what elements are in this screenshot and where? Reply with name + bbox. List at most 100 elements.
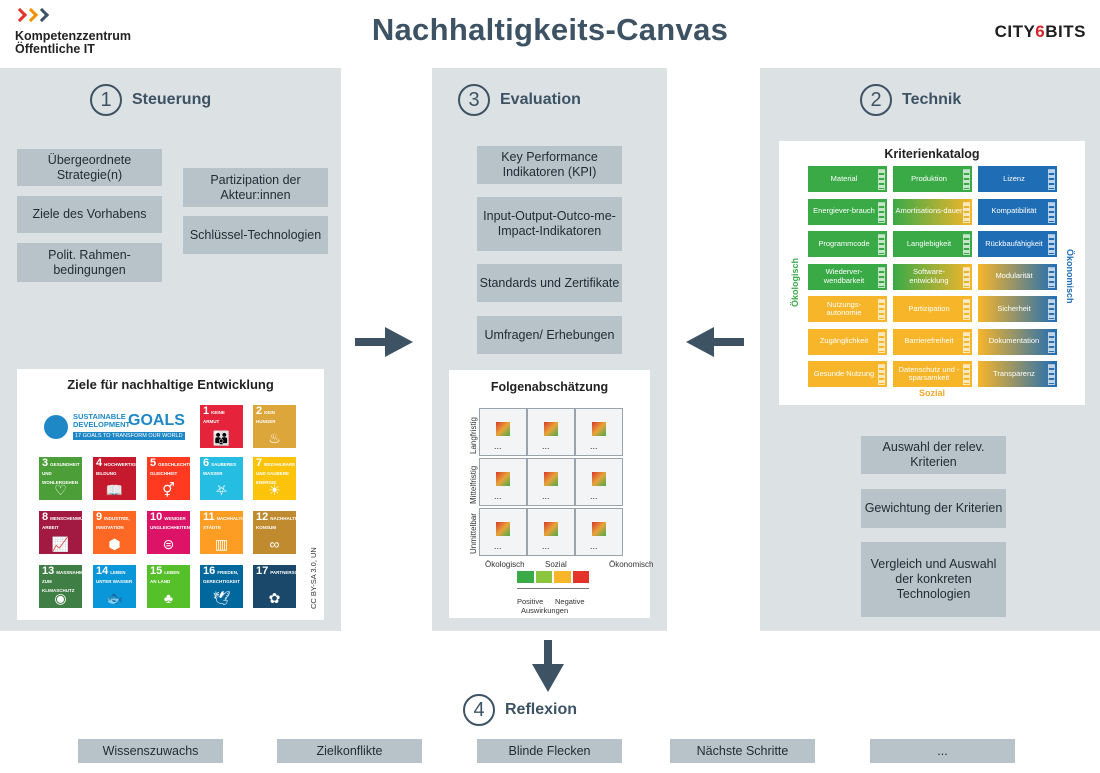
criterion-tile: Gesunde Nutzung (808, 361, 887, 387)
impact-square (544, 522, 558, 536)
step-number: 2 (860, 84, 892, 116)
criterion-tile: Produktion (893, 166, 972, 192)
sdg-label: SAUBERES WASSER (203, 462, 237, 476)
sdg-label: HOCHWERTIGE BILDUNG (96, 462, 139, 476)
matrix-title: Folgenabschätzung (490, 380, 609, 394)
org-name-line1: Kompetenzzentrum (15, 29, 131, 43)
box-schluessel: Schlüssel-Technologien (183, 216, 328, 254)
sdg-number: 14 (96, 565, 109, 577)
criterion-tile: Kompatibilität (978, 198, 1057, 225)
sdg-symbol-icon: 📖 (105, 482, 124, 498)
arrow-down-icon (532, 640, 564, 692)
cell-text: ... (542, 491, 550, 501)
criterion-tile: Material (808, 166, 887, 192)
sdg-symbol-icon: 👪 (212, 430, 231, 446)
criterion-tile: Nutzungs-autonomie (808, 296, 887, 322)
reflexion-header: 4 Reflexion (463, 694, 577, 726)
catalog-title: Kriterienkatalog (884, 147, 980, 161)
sdg-symbol-icon: 🐟 (105, 590, 124, 606)
impact-square (544, 422, 558, 436)
sdg-title: Ziele für nachhaltige Entwicklung (67, 377, 274, 392)
matrix-cell: ... (479, 408, 527, 456)
sdg-symbol-icon: ♡ (54, 482, 67, 498)
criterion-tile: Barrierefreiheit (893, 328, 972, 355)
cell-text: ... (590, 441, 598, 451)
box-wissenszuwachs: Wissenszuwachs (78, 739, 223, 763)
sdg-card: Ziele für nachhaltige Entwicklung SUSTAI… (17, 369, 324, 620)
sdg-number: 8 (42, 511, 49, 523)
panel-label: Technik (902, 91, 962, 108)
impact-square (496, 422, 510, 436)
sdg-label: INDUSTRIE, INNOVATION (96, 516, 130, 530)
sdg-label: GESUNDHEIT UND WOHLERGEHEN (42, 462, 80, 485)
legend-swatch (554, 571, 571, 583)
criterion-tile: Zugänglichkeit (808, 328, 887, 355)
box-auswahl: Auswahl der relev. Kriterien (861, 436, 1006, 474)
box-ioi: Input-Output-Outco-me-Impact-Indikatoren (477, 197, 622, 251)
legend-sub: Auswirkungen (521, 606, 569, 615)
brand-right: BITS (1045, 22, 1086, 41)
sdg-symbol-icon: ◉ (54, 590, 67, 606)
sdg-number: 6 (203, 457, 210, 469)
panel-label: Reflexion (505, 701, 578, 718)
step-number: 3 (458, 84, 490, 116)
sdg-label: KEINE ARMUT (203, 410, 225, 424)
un-emblem-icon (44, 415, 68, 439)
sdg-number: 11 (203, 511, 215, 523)
cell-text: ... (494, 491, 502, 501)
sdg-number: 1 (203, 405, 210, 417)
sdg-symbol-icon: ▥ (214, 536, 229, 552)
sdg-symbol-icon: ⬢ (108, 536, 121, 552)
axis-oekologisch: Ökologisch (790, 257, 800, 307)
matrix-col-label: Sozial (545, 560, 567, 569)
impact-square (592, 472, 606, 486)
matrix-cell: ... (575, 458, 623, 506)
cell-text: ... (494, 441, 502, 451)
sdg-symbol-icon: ⚥ (162, 482, 175, 498)
axis-sozial: Sozial (918, 388, 945, 398)
brand-left: CITY (994, 22, 1036, 41)
page-title: Nachhaltigkeits-Canvas (371, 12, 729, 47)
sdg-number: 13 (42, 565, 55, 577)
sdg-symbol-icon: 🕊 (212, 590, 231, 606)
criterion-tile: Energiever-brauch (808, 198, 887, 225)
legend-swatch (517, 571, 534, 583)
sdg-number: 5 (150, 457, 157, 469)
criterion-tile: Modularität (978, 263, 1057, 290)
sdg-symbol-icon: ✿ (268, 590, 281, 606)
criterion-tile: Lizenz (978, 166, 1057, 192)
sdg-label: MENSCHENWÜRDIGE ARBEIT (42, 516, 98, 530)
sdg-label: GESCHLECHTER-GLEICHHEIT (150, 462, 197, 476)
sdg-symbol-icon: ☀ (268, 482, 281, 498)
box-standards: Standards und Zertifikate (477, 264, 622, 302)
sdg-label: BEZAHLBARE UND SAUBERE ENERGIE (256, 462, 296, 485)
sdg-logo-sub: 17 GOALS TO TRANSFORM OUR WORLD (73, 432, 185, 440)
sdg-symbol-icon: ⊜ (162, 536, 175, 552)
folgen-card: Folgenabschätzung Langfristig.........Mi… (449, 370, 653, 618)
sdg-label: NACHHALTIGE/R KONSUM (256, 516, 308, 530)
criterion-tile: Wiederver-wendbarkeit (808, 263, 887, 290)
sdg-label: LEBEN UNTER WASSER (96, 570, 133, 584)
legend-positive: Positive (517, 597, 544, 606)
sdg-logo-line1: SUSTAINABLE (73, 412, 126, 421)
legend-swatch (535, 571, 552, 583)
matrix-col-label: Ökologisch (485, 560, 525, 569)
sdg-number: 2 (256, 405, 263, 417)
sdg-symbol-icon: ∞ (269, 536, 280, 552)
matrix-cell: ... (527, 458, 575, 506)
sdg-symbol-icon: ♨ (268, 430, 281, 446)
matrix-cell: ... (527, 508, 575, 556)
box-rahmen: Polit. Rahmen-bedingungen (17, 243, 162, 282)
